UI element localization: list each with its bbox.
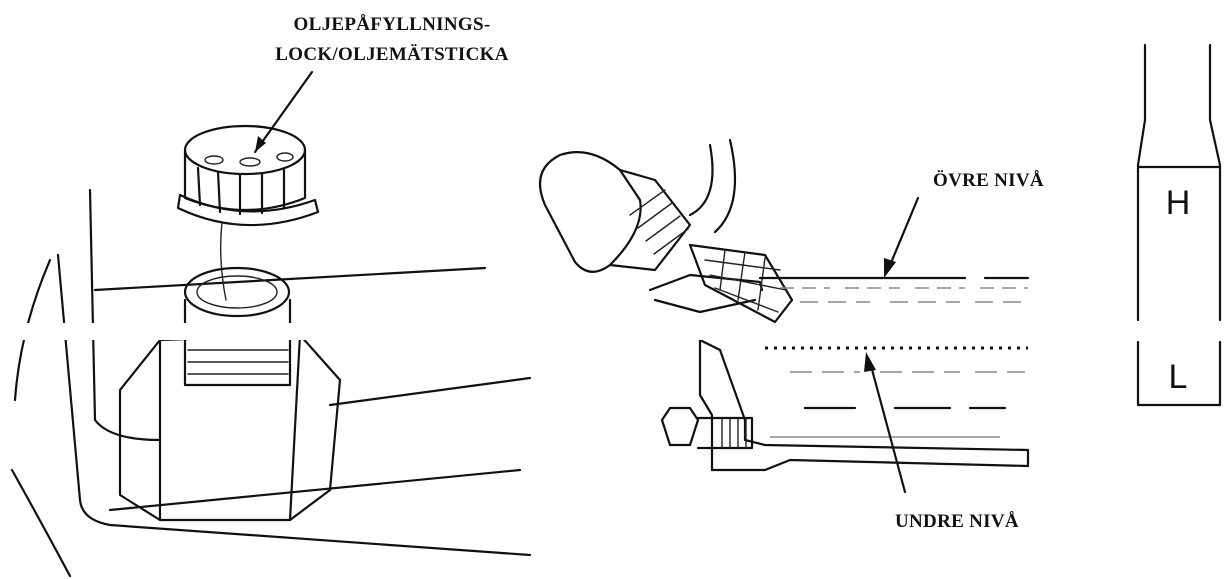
dipstick-collar [608,168,692,272]
filler-neck-opening [183,266,291,318]
cap-leader-line [253,70,314,154]
gauge-left-edge-top [1136,43,1147,322]
bolt-threads [721,417,747,449]
dipstick-wire [219,221,227,301]
cap-grip-ribs [196,166,286,216]
lower-level-label: UNDRE NIVÅ [895,511,1019,532]
gauge-high-letter: H [1166,184,1191,222]
cap-top [183,124,307,176]
engine-right-edge [328,376,532,407]
dipstick-gauge-detail [1136,43,1222,407]
gauge-bottom [1136,340,1222,407]
bolt-head [660,406,700,447]
engine-edge-vertical [88,188,97,422]
filler-tube-lip [653,298,757,314]
dipstick-gauge-end [688,243,794,324]
cap-body [183,148,307,212]
cap-dimple-1 [204,155,224,165]
engine-outline-front [56,253,532,557]
neck-threads [187,349,289,375]
tank-wall-left [698,338,714,472]
bracket-pipe [688,138,737,234]
gauge-low-letter: L [1169,358,1188,396]
lower-level-arrowhead [864,352,876,372]
bolt-shank [696,416,754,450]
filler-cap [176,124,320,227]
dipstick-threads [629,189,689,255]
filler-neck-inner [196,275,278,309]
lower-level-arrow [868,360,907,494]
cap-label-line2: LOCK/OLJEMÄTSTICKA [275,44,508,65]
cap-label-line1: OLJEPÅFYLLNINGS- [294,14,491,35]
break-band [0,323,1229,340]
upper-level-arrowhead [884,258,896,278]
cap-dimple-3 [276,152,294,162]
engine-top-edge [93,266,487,292]
filler-neck [183,298,292,387]
boss-edge-right [288,333,302,522]
filler-neck-boss [118,333,342,522]
tank-wall [698,338,1030,472]
engine-illustration [10,70,532,578]
engine-inner-curve [93,418,162,442]
engine-base-line [108,468,522,512]
cap-leader-arrowhead [255,136,266,152]
upper-level-arrow [886,196,920,272]
gauge-crosshatch [704,249,787,313]
cap-dimple-2 [239,157,261,167]
dipstick-head [538,151,642,273]
gauge-right-edge-top [1208,43,1222,322]
level-illustration [538,138,1030,494]
engine-outline-bottom-left [10,468,72,578]
upper-level-label: ÖVRE NIVÅ [933,170,1044,191]
